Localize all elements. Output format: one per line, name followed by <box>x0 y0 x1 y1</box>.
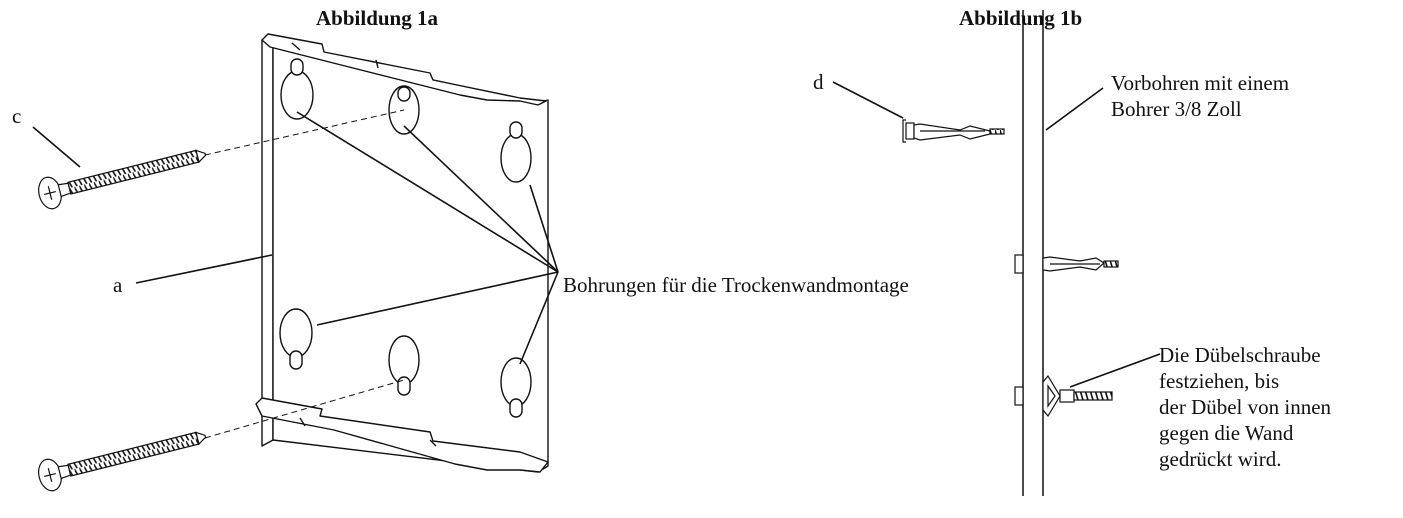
hollow-wall-anchor-inserted <box>1014 254 1119 274</box>
tighten-note-line: festziehen, bis <box>1159 369 1280 393</box>
tighten-note: Die Dübelschraube festziehen, bis der Dü… <box>1159 342 1331 472</box>
drill-note: Vorbohren mit einem Bohrer 3/8 Zoll <box>1111 70 1289 122</box>
tighten-note-line: der Dübel von innen <box>1159 395 1332 419</box>
leader-lines-1b <box>832 81 1161 388</box>
drywall-section <box>1022 10 1044 496</box>
drill-note-line: Bohrer 3/8 Zoll <box>1111 97 1242 121</box>
tighten-note-line: gegen die Wand <box>1159 421 1294 445</box>
label-c-screw: c <box>12 104 22 128</box>
tighten-note-line: gedrückt wird. <box>1159 447 1282 471</box>
hollow-wall-anchor-tightened <box>1014 374 1113 418</box>
figure-1b-title: Abbildung 1b <box>959 6 1083 30</box>
label-d-anchor: d <box>813 70 824 94</box>
tighten-note-line: Die Dübelschraube <box>1159 343 1321 367</box>
keyhole-slots <box>279 58 532 418</box>
leader-lines-1a <box>32 111 559 365</box>
mounting-bracket <box>255 33 549 473</box>
drywall-holes-callout: Bohrungen für die Trockenwandmontage <box>563 273 909 297</box>
figure-1a-title: Abbildung 1a <box>316 6 438 30</box>
label-a-bracket: a <box>113 273 123 297</box>
hollow-wall-anchor-loose <box>902 119 1005 143</box>
insertion-guides <box>204 109 405 439</box>
wood-screw-lower <box>38 431 207 492</box>
drill-note-line: Vorbohren mit einem <box>1111 71 1290 95</box>
wood-screw-upper <box>38 149 207 210</box>
